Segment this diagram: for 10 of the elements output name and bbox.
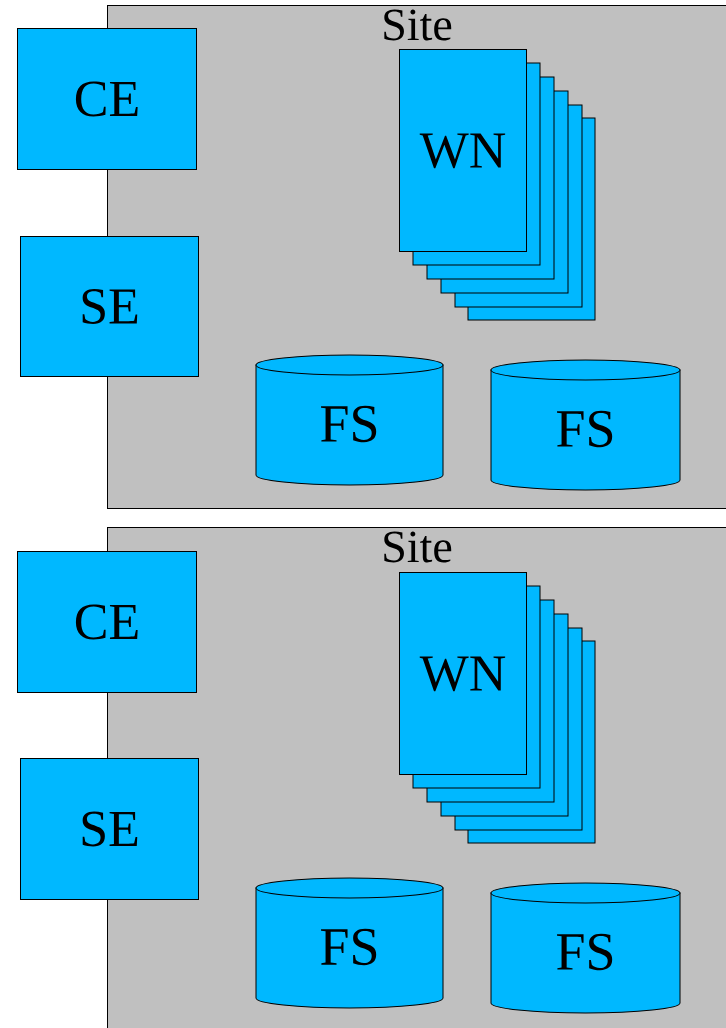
storage-cylinder: FS [255, 354, 444, 486]
component-box: CE [17, 551, 197, 693]
component-box: SE [20, 236, 199, 377]
component-box: CE [17, 28, 197, 170]
storage-cylinder: FS [490, 359, 681, 491]
component-box: SE [20, 758, 199, 900]
storage-cylinder: FS [255, 877, 444, 1009]
storage-cylinder: FS [490, 882, 681, 1014]
node-stack: WN [399, 49, 596, 321]
node-stack: WN [399, 572, 596, 844]
